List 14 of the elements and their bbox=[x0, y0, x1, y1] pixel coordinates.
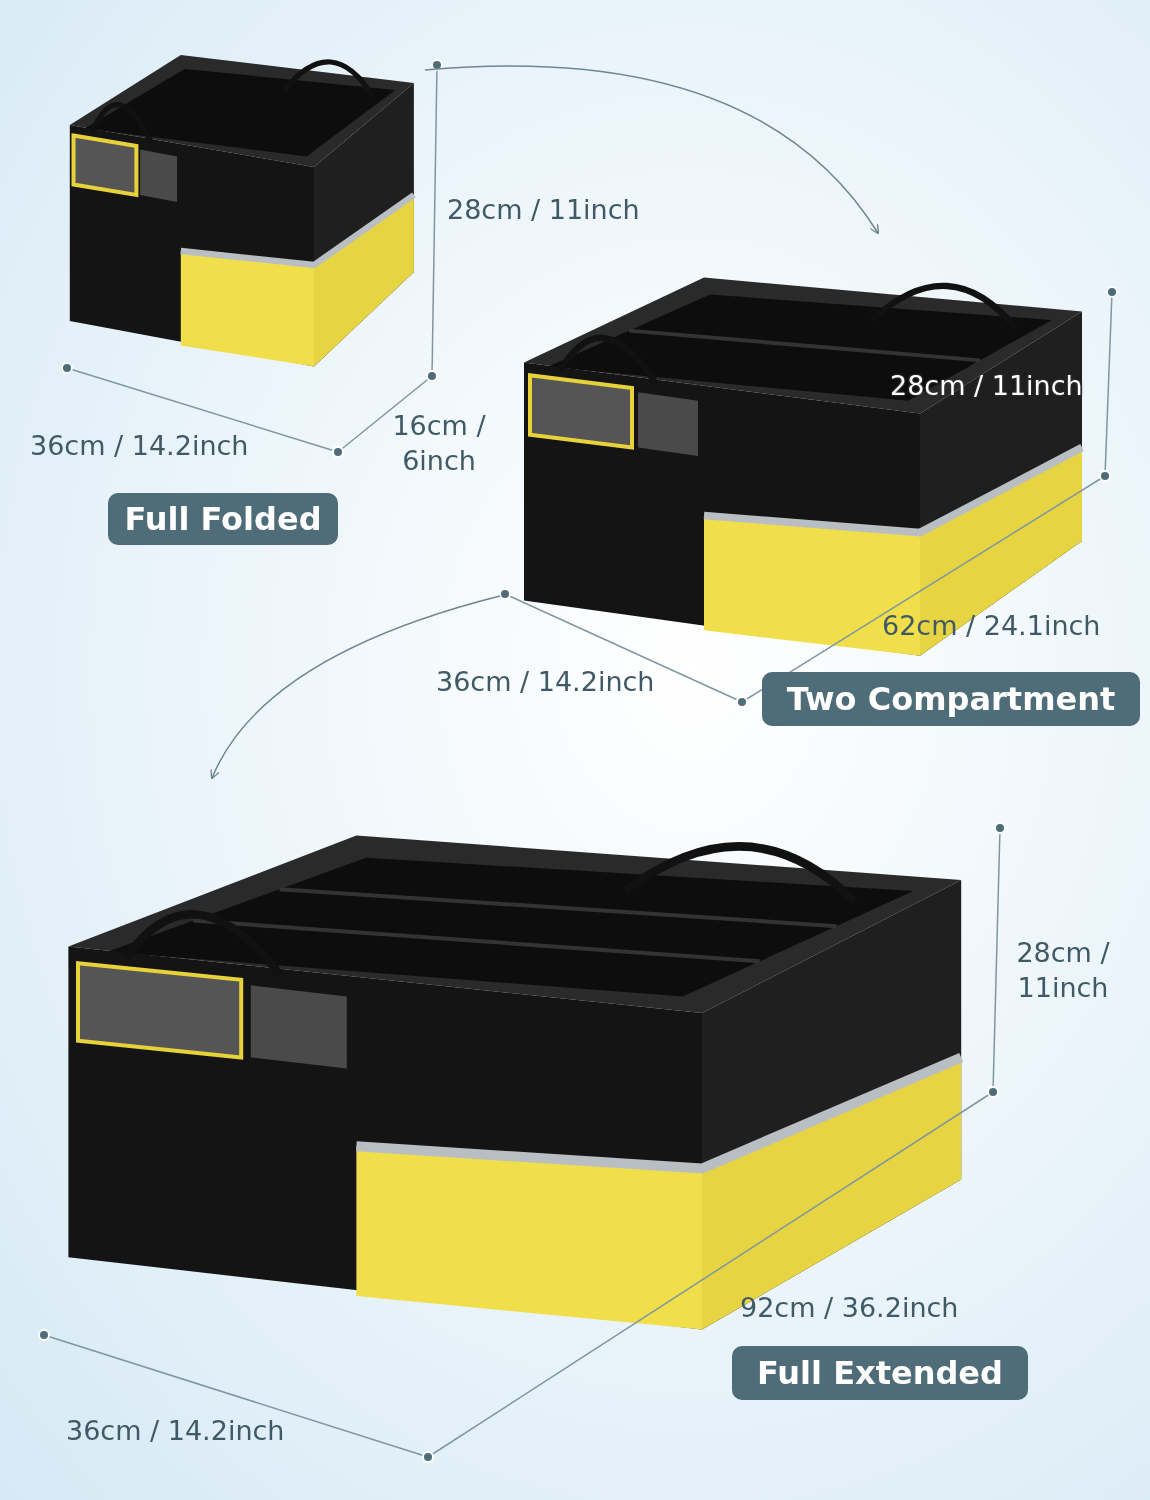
curved-arrow bbox=[424, 65, 880, 235]
dimension-label: 62cm / 24.1inch bbox=[882, 609, 1101, 643]
dimension-label: 28cm / 11inch bbox=[447, 193, 640, 227]
caption-badge: Full Folded bbox=[108, 493, 338, 545]
dimension-label: 36cm / 14.2inch bbox=[436, 665, 655, 699]
caption-badge: Two Compartment bbox=[762, 672, 1140, 726]
dimension-label: 92cm / 36.2inch bbox=[740, 1291, 959, 1325]
dimension-label: 28cm / 11inch bbox=[890, 369, 1083, 403]
caption-badge: Full Extended bbox=[732, 1346, 1028, 1400]
curved-arrow bbox=[210, 595, 501, 780]
dimension-label: 36cm / 14.2inch bbox=[66, 1414, 285, 1448]
dimension-label: 36cm / 14.2inch bbox=[30, 429, 249, 463]
dimension-label: 16cm / 6inch bbox=[391, 409, 487, 479]
dimension-label: 28cm / 11inch bbox=[1015, 936, 1111, 1006]
